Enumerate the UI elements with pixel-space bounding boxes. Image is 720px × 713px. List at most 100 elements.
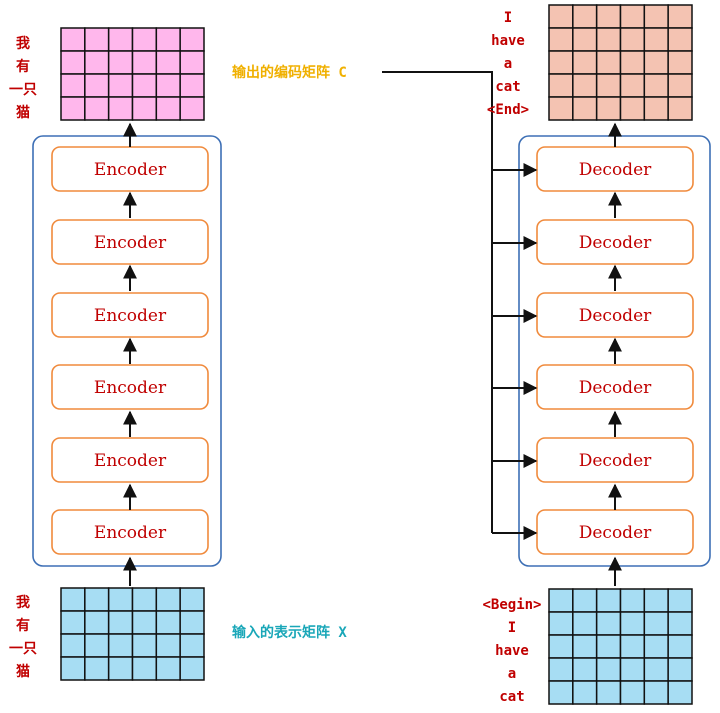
decoder-block-label: Decoder	[579, 306, 652, 326]
encoding-matrix-caption: 输出的编码矩阵 C	[232, 64, 347, 81]
matrix-cell	[84, 633, 110, 658]
matrix-cell	[643, 27, 669, 52]
matrix-cell	[548, 657, 574, 682]
matrix-cell	[131, 633, 158, 658]
token-label: have	[495, 643, 529, 659]
matrix-cell	[548, 588, 574, 613]
matrix-cell	[131, 656, 158, 681]
matrix-cell	[131, 27, 158, 52]
matrix-cell	[179, 656, 205, 681]
matrix-cell	[667, 73, 693, 98]
matrix-cell	[548, 680, 574, 705]
matrix-cell	[84, 656, 110, 681]
matrix-cell	[155, 587, 181, 612]
token-label: 一只	[9, 641, 37, 657]
matrix-cell	[572, 611, 598, 636]
matrix-cell	[155, 633, 181, 658]
decoder-input-matrix	[548, 588, 693, 705]
matrix-cell	[548, 634, 574, 659]
matrix-cell	[643, 611, 669, 636]
encoder-output-matrix	[60, 27, 205, 121]
matrix-cell	[572, 4, 598, 29]
token-label: 我	[16, 36, 30, 52]
matrix-cell	[107, 610, 134, 635]
matrix-cell	[131, 610, 158, 635]
token-label: 有	[16, 617, 30, 634]
matrix-cell	[60, 96, 86, 121]
matrix-cell	[107, 96, 134, 121]
encoder-blocks: EncoderEncoderEncoderEncoderEncoderEncod…	[51, 146, 209, 555]
token-label: <End>	[487, 102, 529, 118]
matrix-cell	[179, 587, 205, 612]
matrix-cell	[667, 588, 693, 613]
matrix-cell	[60, 610, 86, 635]
matrix-cell	[84, 96, 110, 121]
token-label: have	[491, 33, 525, 49]
token-label: 我	[16, 595, 30, 611]
matrix-cell	[60, 656, 86, 681]
matrix-cell	[667, 96, 693, 121]
matrix-cell	[155, 27, 181, 52]
input-matrix-caption: 输入的表示矩阵 X	[232, 624, 347, 641]
matrix-cell	[619, 96, 646, 121]
decoder-block-label: Decoder	[579, 523, 652, 543]
matrix-cell	[548, 611, 574, 636]
decoder-block-label: Decoder	[579, 233, 652, 253]
encoder-block-label: Encoder	[94, 160, 167, 180]
matrix-cell	[60, 587, 86, 612]
connection-arrows	[123, 71, 622, 586]
matrix-cell	[595, 27, 622, 52]
matrix-cell	[60, 27, 86, 52]
matrix-cell	[155, 96, 181, 121]
encoder-block-label: Encoder	[94, 451, 167, 471]
token-label: <Begin>	[482, 597, 541, 613]
encoder-block-label: Encoder	[94, 233, 167, 253]
matrix-cell	[572, 657, 598, 682]
decoder-blocks: DecoderDecoderDecoderDecoderDecoderDecod…	[536, 146, 694, 555]
decoder-output-matrix	[548, 4, 693, 121]
matrix-cell	[595, 657, 622, 682]
matrix-cell	[667, 4, 693, 29]
matrix-cell	[595, 634, 622, 659]
matrix-cell	[643, 96, 669, 121]
matrix-cell	[155, 656, 181, 681]
encoder-stack-frame	[32, 135, 222, 567]
matrix-cell	[60, 50, 86, 75]
matrix-cell	[667, 611, 693, 636]
matrix-cell	[619, 680, 646, 705]
matrix-cell	[643, 4, 669, 29]
matrix-cell	[643, 657, 669, 682]
token-label: 猫	[16, 104, 30, 121]
matrix-cell	[131, 50, 158, 75]
matrix-cell	[643, 634, 669, 659]
matrix-cell	[595, 611, 622, 636]
token-label: cat	[499, 689, 524, 705]
matrix-cell	[548, 50, 574, 75]
encoder-input-matrix	[60, 587, 205, 681]
matrix-cell	[643, 588, 669, 613]
matrix-cell	[131, 73, 158, 98]
matrix-cell	[619, 27, 646, 52]
matrix-cell	[619, 657, 646, 682]
matrix-cell	[572, 680, 598, 705]
matrix-cell	[572, 96, 598, 121]
matrix-cell	[619, 611, 646, 636]
encoder-block-label: Encoder	[94, 523, 167, 543]
matrix-cell	[155, 73, 181, 98]
matrix-cell	[155, 610, 181, 635]
decoder-block-label: Decoder	[579, 160, 652, 180]
matrix-cell	[595, 50, 622, 75]
matrix-cell	[548, 73, 574, 98]
matrix-cell	[107, 27, 134, 52]
matrix-cell	[548, 96, 574, 121]
encoder-block-2	[51, 437, 209, 483]
matrix-cell	[179, 27, 205, 52]
matrix-cell	[107, 633, 134, 658]
matrix-cell	[179, 610, 205, 635]
matrix-cell	[131, 96, 158, 121]
matrix-cell	[107, 587, 134, 612]
matrix-cell	[643, 73, 669, 98]
matrix-cell	[179, 50, 205, 75]
matrix-cell	[572, 27, 598, 52]
